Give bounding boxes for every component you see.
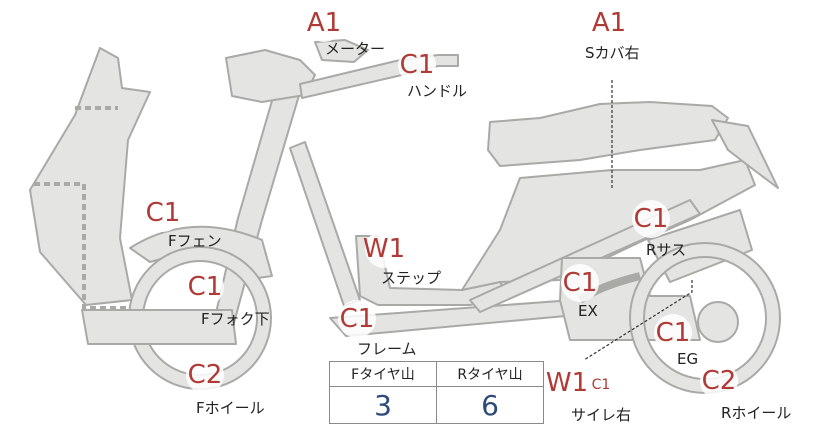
rear-tire-header: Rタイヤ山 — [436, 361, 544, 387]
exhaust-label: EX — [578, 302, 598, 320]
scover-right-grade-badge: A1 — [590, 4, 628, 42]
engine-label: EG — [677, 350, 699, 368]
rear-suspension-label: Rサス — [646, 241, 687, 259]
front-fender-grade-badge: C1 — [144, 194, 182, 232]
frame-label: フレーム — [357, 340, 417, 358]
engine-hub — [697, 301, 739, 343]
meter-grade-badge: A1 — [305, 4, 343, 42]
frame-tube — [289, 141, 361, 307]
front-wheel-grade-badge: C2 — [186, 356, 224, 394]
meter-label: メーター — [325, 40, 386, 58]
silencer-right-grade-badge: W1 — [546, 364, 588, 402]
step-label: ステップ — [381, 269, 442, 287]
front-fender-label: Fフェン — [168, 232, 222, 250]
scover-right-label: Sカバ右 — [585, 44, 640, 62]
rear-wheel-label: Rホイール — [721, 404, 792, 422]
front-fork-lower-grade-badge: C1 — [186, 268, 224, 306]
front-lower-block — [81, 309, 237, 345]
front-leg-shield — [29, 47, 151, 306]
silencer-leader-line — [583, 280, 693, 361]
exhaust-grade-badge: C1 — [561, 264, 599, 302]
tail — [711, 119, 779, 189]
frame-grade-badge: C1 — [338, 300, 376, 338]
tire-tread-table: Fタイヤ山 Rタイヤ山 3 6 — [329, 361, 544, 424]
rear-suspension-grade-badge: C1 — [632, 200, 670, 238]
handle-grade-badge: C1 — [398, 46, 436, 84]
rear-wheel-grade-badge: C2 — [700, 362, 738, 400]
step-grade-badge: W1 — [363, 230, 405, 268]
leg-shield-dash-2 — [34, 182, 128, 310]
front-wheel-label: Fホイール — [196, 399, 265, 417]
front-tire-value: 3 — [329, 386, 437, 424]
engine-grade-badge: C1 — [654, 314, 692, 352]
seat — [487, 101, 729, 167]
front-fork-lower-label: Fフォク下 — [201, 310, 270, 328]
meter-housing — [314, 39, 369, 63]
silencer-right-secondary-grade-badge: C1 — [590, 374, 612, 396]
rear-tire-value: 6 — [436, 386, 544, 424]
front-tire-header: Fタイヤ山 — [329, 361, 437, 387]
silencer-right-label: サイレ右 — [571, 406, 632, 424]
handle-label: ハンドル — [407, 82, 468, 100]
